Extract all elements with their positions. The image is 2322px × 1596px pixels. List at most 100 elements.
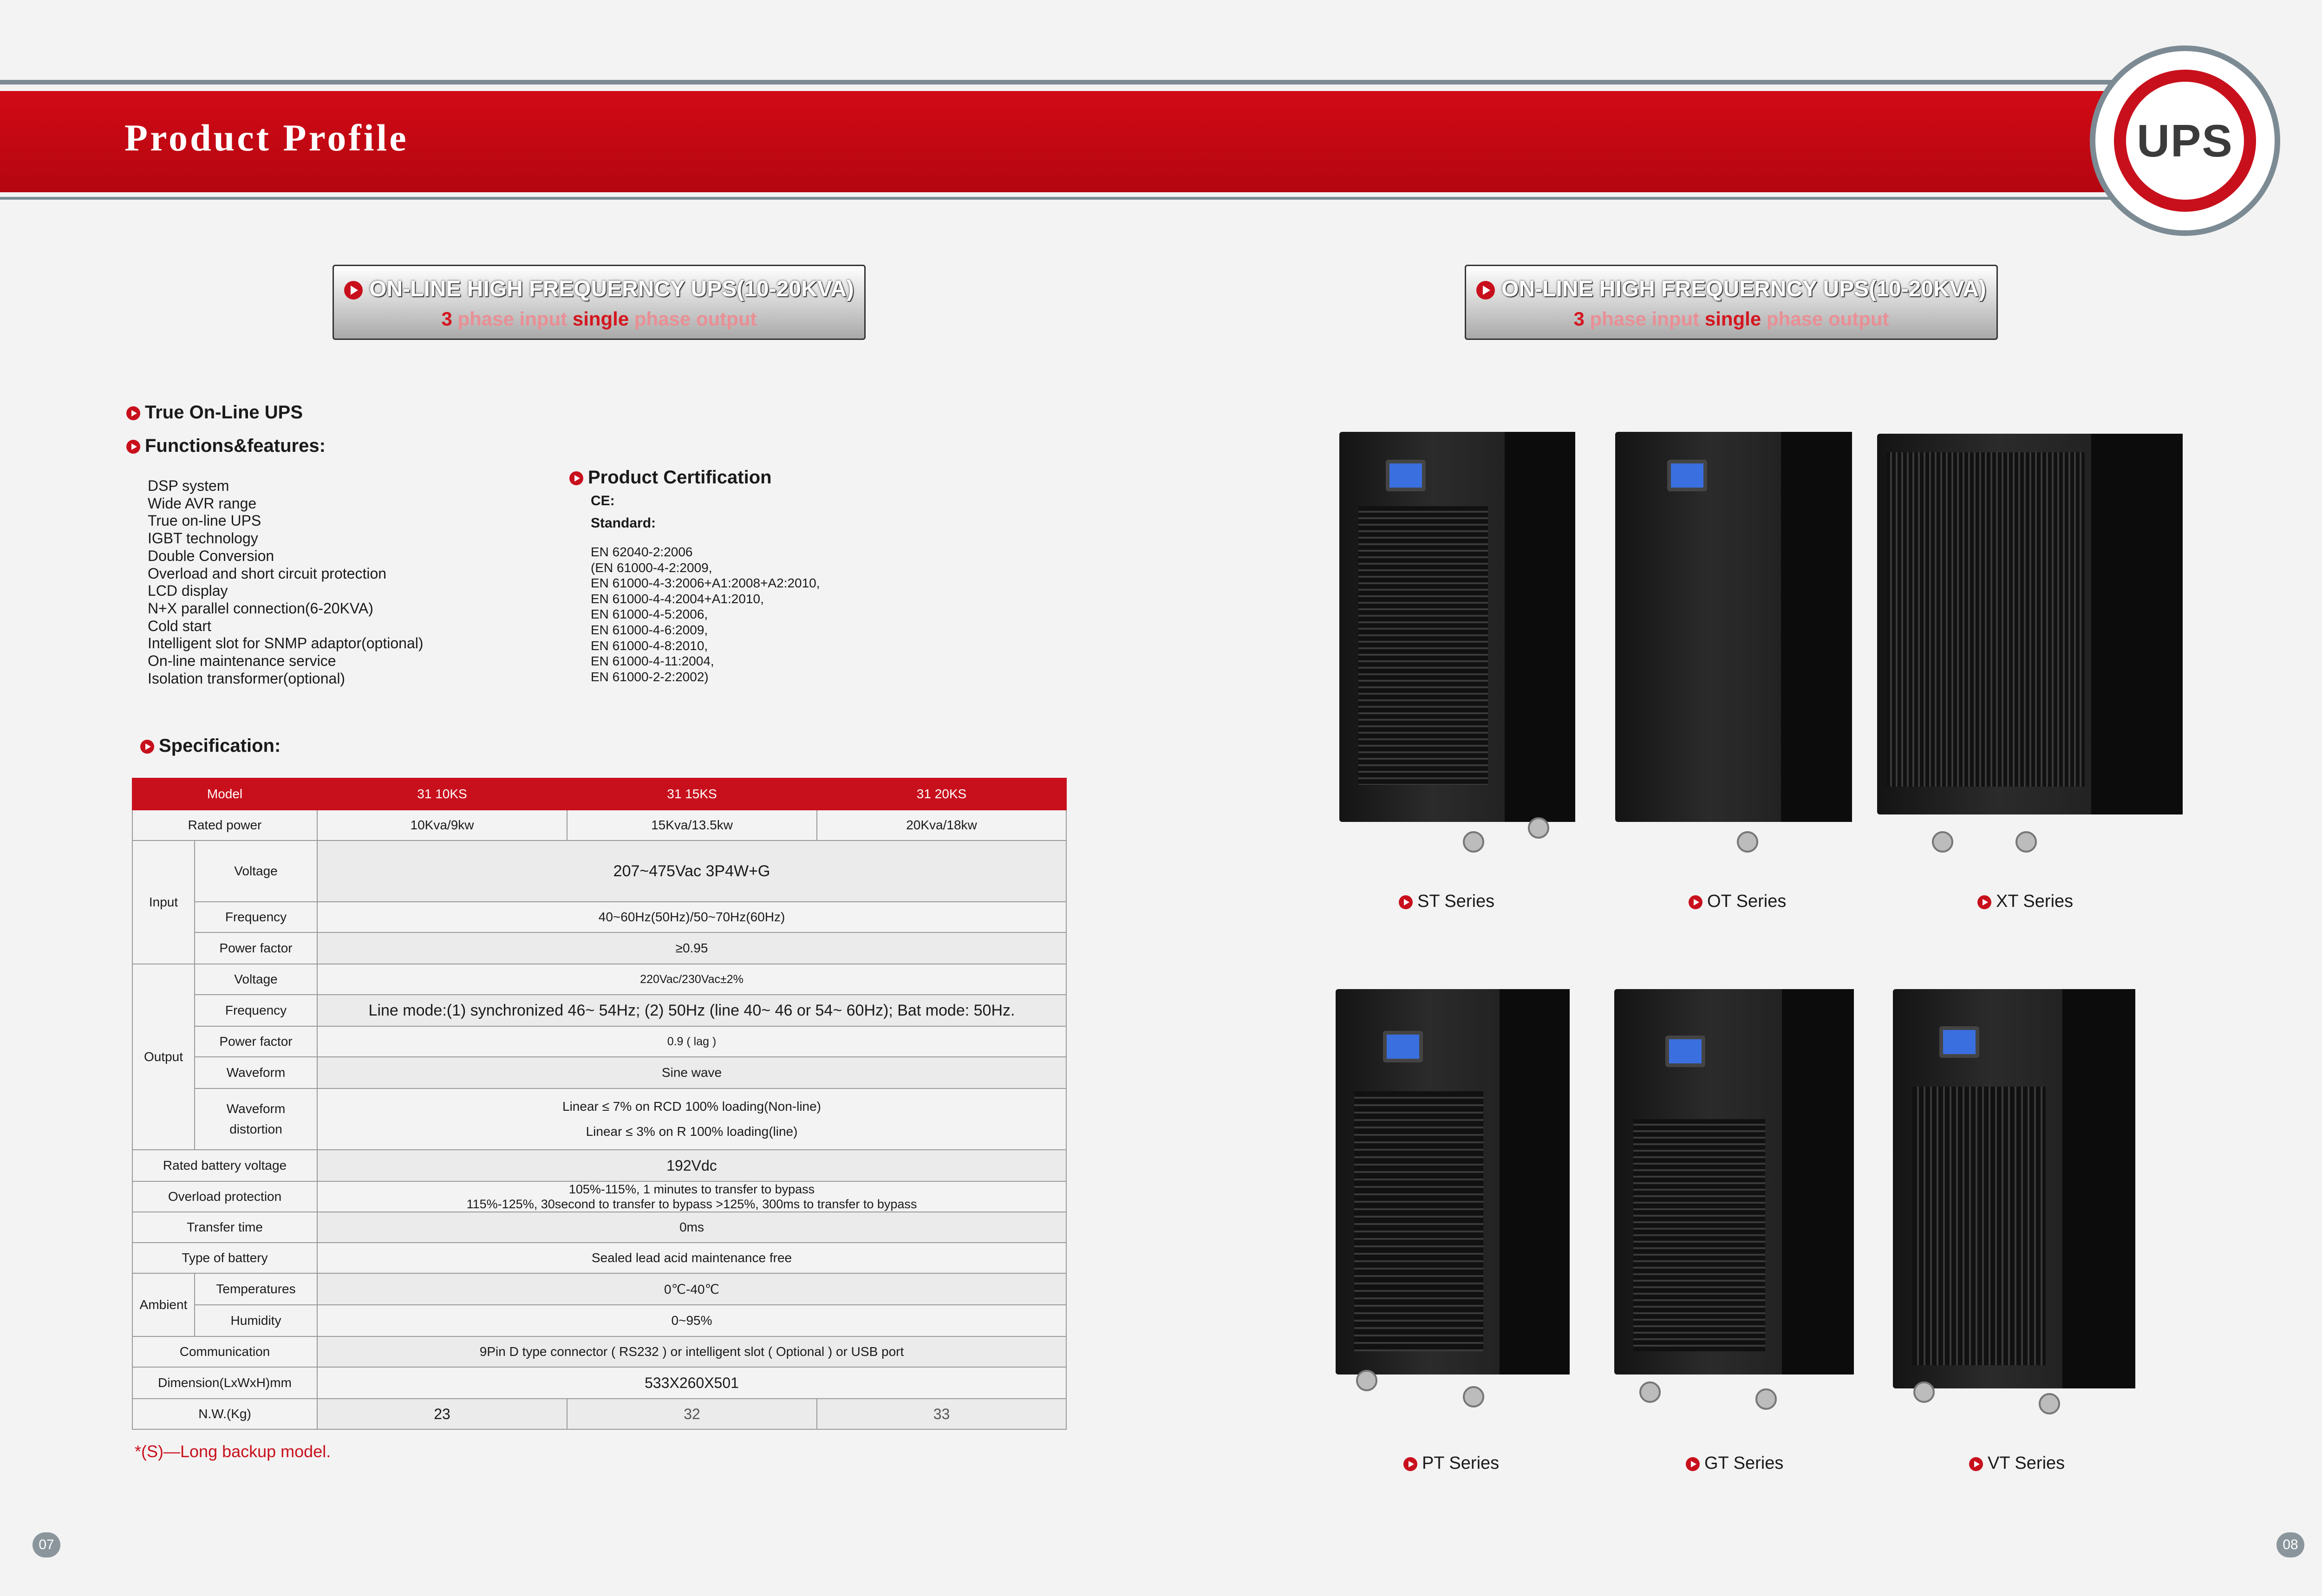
row-label: Waveform	[194, 1056, 318, 1089]
model-cell: 31 10KS	[317, 778, 568, 810]
table-row: Communication 9Pin D type connector ( RS…	[131, 1336, 1067, 1368]
wheel	[1932, 831, 1953, 853]
model-cell: 31 15KS	[567, 778, 818, 810]
page-number-left: 07	[33, 1532, 60, 1557]
row-label: Transfer time	[131, 1212, 318, 1243]
output-group-label: Output	[132, 964, 195, 1150]
certification-heading: Product Certification	[569, 467, 772, 488]
xt-series-ups-image	[1877, 434, 2183, 814]
humidity-cell: 0~95%	[317, 1304, 1067, 1337]
temperatures-cell: 0℃-40℃	[317, 1273, 1067, 1305]
ce-label: CE:	[591, 493, 615, 508]
dimension-cell: 533X260X501	[317, 1367, 1067, 1399]
feature-item: Cold start	[148, 617, 211, 634]
rated-power-cell: 10Kva/9kw	[317, 809, 568, 841]
heading-line2: 3 phase input single phase output	[1573, 308, 1889, 330]
input-voltage-cell: 207~475Vac 3P4W+G	[317, 840, 1067, 902]
series-label: VT Series	[1969, 1453, 2065, 1473]
standard-item: EN 61000-2-2:2002)	[591, 669, 709, 684]
row-label: Overload protection	[131, 1181, 318, 1212]
nw-cell: 33	[816, 1398, 1067, 1430]
standard-item: EN 61000-4-4:2004+A1:2010,	[591, 591, 764, 606]
feature-item: DSP system	[148, 477, 229, 494]
row-label: Power factor	[194, 1026, 318, 1057]
model-label: Model	[131, 778, 318, 810]
transfer-cell: 0ms	[317, 1212, 1067, 1243]
wheel	[1737, 831, 1758, 853]
output-frequency-cell: Line mode:(1) synchronized 46~ 54Hz; (2)…	[317, 994, 1067, 1027]
table-row: Rated battery voltage 192Vdc	[131, 1149, 1067, 1182]
distortion-cell: Linear ≤ 7% on RCD 100% loading(Non-line…	[317, 1088, 1067, 1150]
feature-item: LCD display	[148, 582, 228, 599]
communication-cell: 9Pin D type connector ( RS232 ) or intel…	[317, 1336, 1067, 1368]
table-row: Rated power 10Kva/9kw 15Kva/13.5kw 20Kva…	[131, 809, 1067, 841]
wheel	[1463, 1386, 1484, 1407]
play-icon	[344, 281, 363, 300]
play-icon	[1476, 281, 1495, 300]
feature-item: Overload and short circuit protection	[148, 565, 387, 582]
feature-item: Isolation transformer(optional)	[148, 670, 346, 687]
battery-type-cell: Sealed lead acid maintenance free	[317, 1242, 1067, 1274]
series-label: OT Series	[1689, 892, 1786, 912]
table-row: Power factor 0.9 ( lag )	[132, 1026, 1067, 1057]
row-label: Communication	[131, 1336, 318, 1368]
specification-heading: Specification:	[140, 736, 280, 756]
table-row: Transfer time 0ms	[131, 1212, 1067, 1243]
input-pf-cell: ≥0.95	[317, 932, 1067, 964]
top-rule	[0, 80, 2183, 85]
product-heading-left: ON-LINE HIGH FREQUERNCY UPS(10-20KVA) 3 …	[333, 265, 866, 340]
table-row: Waveform Sine wave	[132, 1056, 1067, 1089]
table-row: Frequency 40~60Hz(50Hz)/50~70Hz(60Hz)	[132, 901, 1067, 933]
st-series-ups-image	[1339, 432, 1575, 822]
heading-line2: 3 phase input single phase output	[441, 308, 757, 330]
nw-cell: 23	[317, 1398, 568, 1430]
table-row: Power factor ≥0.95	[132, 932, 1067, 964]
row-label: Voltage	[194, 964, 318, 995]
table-row: Overload protection 105%-115%, 1 minutes…	[131, 1181, 1067, 1212]
feature-item: On-line maintenance service	[148, 652, 336, 670]
overload-cell: 105%-115%, 1 minutes to transfer to bypa…	[317, 1181, 1067, 1212]
bullet-icon	[569, 471, 583, 486]
heading-line1: ON-LINE HIGH FREQUERNCY UPS(10-20KVA)	[369, 277, 854, 301]
vt-series-ups-image	[1893, 989, 2135, 1388]
standard-label: Standard:	[591, 515, 656, 531]
specification-table: Model 31 10KS 31 15KS 31 20KS Rated powe…	[131, 778, 1067, 1430]
battery-cell: 192Vdc	[317, 1149, 1067, 1182]
table-row: Humidity 0~95%	[132, 1304, 1067, 1337]
row-label: Rated battery voltage	[131, 1149, 318, 1182]
row-label: Dimension(LxWxH)mm	[131, 1367, 318, 1399]
page-title: Product Profile	[124, 117, 409, 159]
bullet-icon	[1977, 895, 1991, 909]
wheel	[1913, 1381, 1935, 1403]
series-label: GT Series	[1686, 1453, 1783, 1473]
table-row: Type of battery Sealed lead acid mainten…	[131, 1242, 1067, 1274]
standard-item: EN 61000-4-8:2010,	[591, 638, 708, 653]
row-label: Power factor	[194, 932, 318, 964]
row-label: Frequency	[194, 901, 318, 933]
standards-list: EN 62040-2:2006 (EN 61000-4-2:2009, EN 6…	[591, 544, 820, 684]
series-label: PT Series	[1403, 1453, 1499, 1473]
output-voltage-cell: 220Vac/230Vac±2%	[317, 964, 1067, 995]
bullet-icon	[126, 440, 140, 454]
title-banner	[0, 91, 2146, 192]
row-label: Voltage	[194, 840, 318, 902]
pt-series-ups-image	[1336, 989, 1570, 1375]
feature-item: N+X parallel connection(6-20KVA)	[148, 599, 373, 617]
series-label: ST Series	[1399, 892, 1494, 912]
table-row: N.W.(Kg) 23 32 33	[131, 1398, 1067, 1430]
wheel	[1755, 1388, 1777, 1410]
wheel	[2039, 1393, 2060, 1414]
standard-item: EN 61000-4-3:2006+A1:2008+A2:2010,	[591, 576, 820, 591]
input-frequency-cell: 40~60Hz(50Hz)/50~70Hz(60Hz)	[317, 901, 1067, 933]
wheel	[1528, 817, 1549, 839]
row-label: Temperatures	[194, 1273, 318, 1305]
feature-item: Intelligent slot for SNMP adaptor(option…	[148, 635, 424, 652]
gt-series-ups-image	[1614, 989, 1854, 1375]
table-row: Model 31 10KS 31 15KS 31 20KS	[131, 778, 1067, 810]
nw-cell: 32	[567, 1398, 818, 1430]
standard-item: EN 61000-4-6:2009,	[591, 622, 708, 637]
table-row: Input Voltage 207~475Vac 3P4W+G	[132, 840, 1067, 964]
true-online-heading: True On-Line UPS	[126, 402, 303, 423]
table-row: Ambient Temperatures 0℃-40℃	[132, 1273, 1067, 1337]
